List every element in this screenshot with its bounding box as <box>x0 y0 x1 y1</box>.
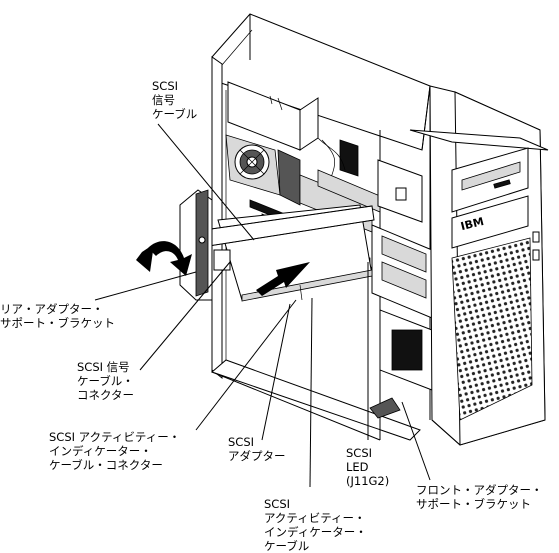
label-rear-adapter-bracket: リア・アダプター・ サポート・ブラケット <box>0 302 115 330</box>
label-activity-indicator-cable-connector: SCSI アクティビティー・ インディケーター・ ケーブル・コネクター <box>49 430 180 472</box>
label-front-adapter-bracket: フロント・アダプター・ サポート・ブラケット <box>416 483 543 511</box>
label-scsi-signal-cable-connector: SCSI 信号 ケーブル・ コネクター <box>77 360 134 402</box>
label-scsi-adapter: SCSI アダプター <box>228 435 286 463</box>
label-scsi-led: SCSI LED (J11G2) <box>346 446 389 488</box>
label-activity-indicator-cable: SCSI アクティビティー・ インディケーター・ ケーブル <box>264 497 367 553</box>
drive-cage <box>372 160 432 390</box>
label-scsi-signal-cable: SCSI 信号 ケーブル <box>152 79 197 121</box>
